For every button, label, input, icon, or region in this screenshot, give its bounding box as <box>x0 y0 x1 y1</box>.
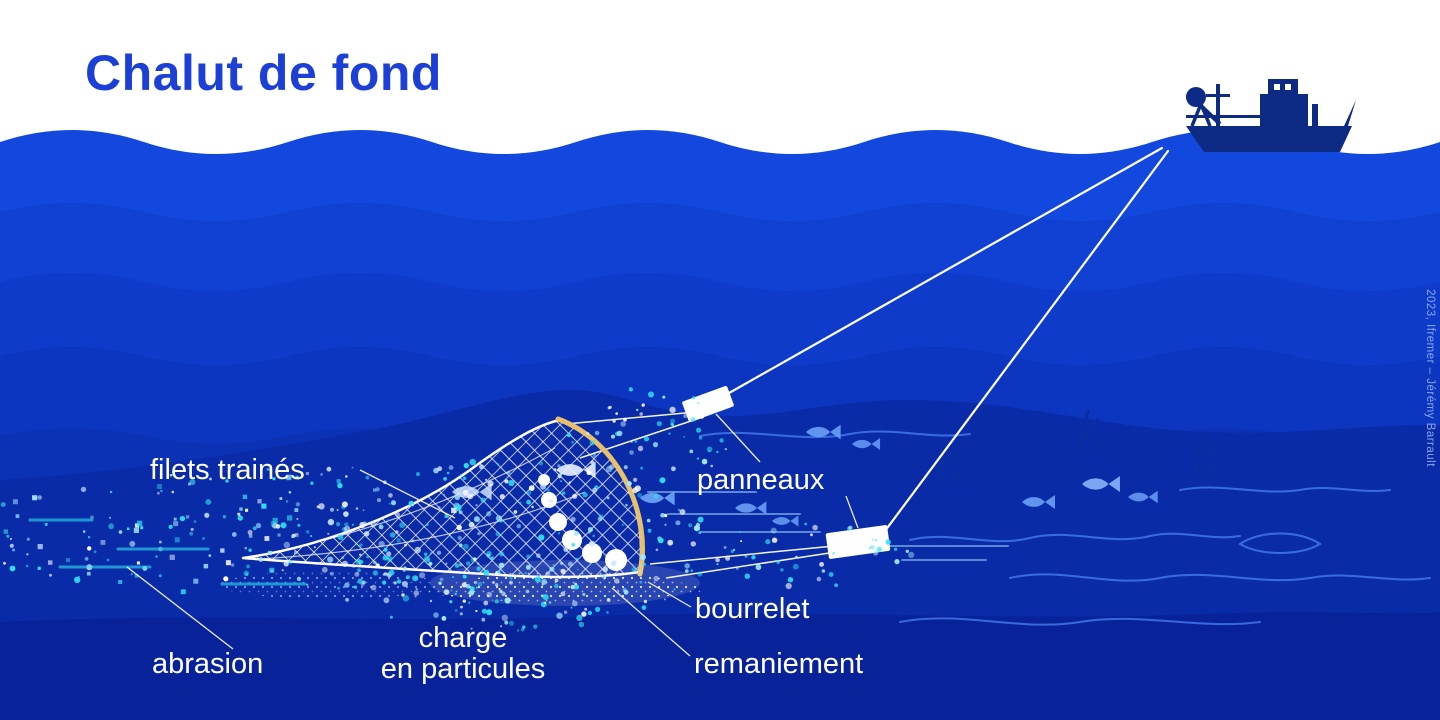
sediment-trail <box>220 571 440 599</box>
seabed-floor <box>0 612 1440 720</box>
boat-railing <box>1186 115 1260 118</box>
label-panneaux: panneaux <box>697 464 825 496</box>
boat-funnel <box>1312 104 1318 126</box>
leader-lines <box>126 413 859 657</box>
net-seam <box>259 491 586 560</box>
warp-line-upper-door <box>720 146 1164 399</box>
seabed-contour-lines <box>699 430 1431 626</box>
boat-window <box>1274 84 1280 90</box>
radar-ball <box>1186 87 1206 107</box>
speed-streaks <box>647 491 1009 561</box>
stern-gantry <box>1190 99 1212 127</box>
label-remaniement: remaniement <box>694 648 863 680</box>
particle-dots <box>0 387 915 632</box>
label-charge-line1: charge <box>419 622 508 654</box>
boat-wheelhouse <box>1268 79 1298 94</box>
warp-lines <box>720 146 1170 537</box>
leader-line-remaniement <box>611 587 691 657</box>
label-abrasion: abrasion <box>152 648 263 680</box>
cyan-streaks <box>28 518 307 586</box>
boat-window <box>1285 84 1291 90</box>
boat-mast <box>1216 84 1220 126</box>
trawl-door-upper <box>682 386 734 422</box>
leader-line-panneaux-lower <box>845 495 859 529</box>
boat-icon <box>1186 79 1356 152</box>
label-filets-traines: filets trainés <box>150 454 305 486</box>
leader-line-abrasion <box>126 566 234 650</box>
trawl-door-lower <box>825 525 891 559</box>
leader-line-filets <box>359 469 456 519</box>
leader-line-panneaux-upper <box>715 413 761 463</box>
page-title: Chalut de fond <box>85 45 442 101</box>
sediment-cloud <box>420 569 710 604</box>
bourrelet-arc <box>555 416 645 577</box>
boat-cabin <box>1260 94 1308 126</box>
boat-crossarm <box>1206 94 1230 97</box>
leader-line-bourrelet <box>647 581 692 608</box>
boat-bow-stem <box>1344 100 1356 126</box>
label-bourrelet: bourrelet <box>695 593 809 625</box>
net-seam <box>242 447 556 559</box>
boat-hull <box>1186 126 1352 152</box>
warp-line-lower-door <box>880 149 1170 537</box>
credit-text: 2023, Ifremer – Jérémy Barrault <box>1424 289 1436 467</box>
label-charge-line2: en particules <box>381 653 545 685</box>
